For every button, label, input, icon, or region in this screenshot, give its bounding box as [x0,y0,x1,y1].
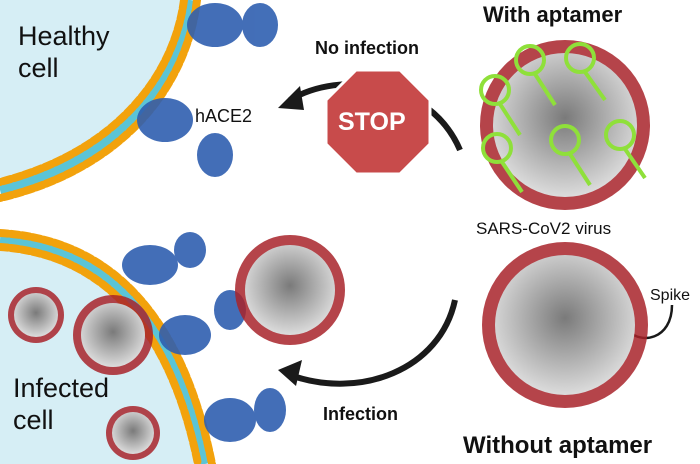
healthy-cell [0,0,201,202]
healthy-cell-label-line1: Healthy [18,21,110,51]
healthy-cell-label: Healthy cell [18,20,110,84]
hace2-label: hACE2 [195,106,253,126]
spike-label: Spike [650,287,691,304]
aptamer-icons [479,42,647,194]
infected-cell-label-line1: Infected [13,373,110,403]
no-infection-label: No infection [315,38,419,58]
healthy-cell-label-line2: cell [18,53,59,83]
infection-arrowhead-icon [278,360,302,386]
infection-arrow [288,299,458,387]
stop-sign-text: STOP [338,108,406,136]
with-aptamer-label: With aptamer [483,2,623,27]
hace2-receptors [122,3,286,442]
virus-approaching [235,235,345,345]
without-aptamer-label: Without aptamer [463,432,653,459]
infected-cell-label-line2: cell [13,405,54,435]
infected-cell-label: Infected cell [13,372,109,436]
virus-without-aptamer [482,242,648,408]
virus-label: SARS-CoV2 virus [476,219,612,238]
infection-label: Infection [323,404,398,424]
virus-inside-cell [8,287,160,460]
stop-sign-icon [324,68,432,176]
no-infection-arrowhead-icon [278,86,304,110]
